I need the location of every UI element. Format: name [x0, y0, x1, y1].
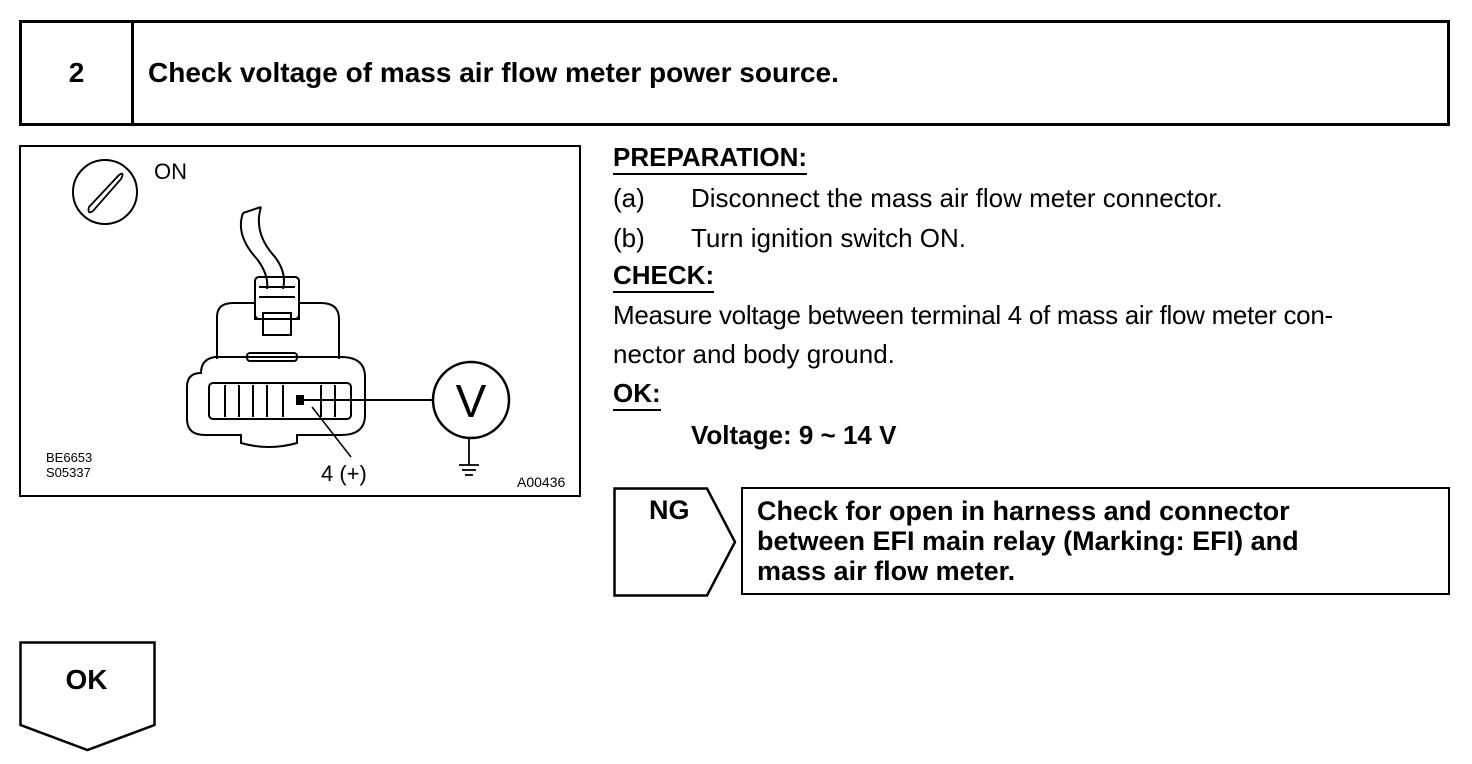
preparation-item-b: (b) Turn ignition switch ON.: [613, 223, 966, 253]
item-text: Disconnect the mass air flow meter conne…: [691, 183, 1223, 213]
preparation-section: PREPARATION:: [613, 142, 808, 175]
ref-code-2: S05337: [46, 465, 91, 480]
ng-action-line-2: between EFI main relay (Marking: EFI) an…: [757, 526, 1299, 556]
ok-arrow-shape: [19, 641, 156, 752]
voltmeter-icon: V: [431, 360, 511, 440]
step-title: Check voltage of mass air flow meter pow…: [148, 57, 839, 88]
step-divider: [131, 23, 134, 123]
item-letter: (a): [613, 183, 645, 213]
check-section: CHECK:: [613, 260, 715, 293]
ng-arrow-shape: [613, 487, 737, 597]
connector-illustration: ON: [19, 145, 581, 497]
ok-spec-section: OK:: [613, 378, 661, 411]
ng-action-line-1: Check for open in harness and connector: [757, 496, 1290, 526]
ng-action-box: Check for open in harness and connector …: [741, 487, 1450, 595]
ng-label: NG: [649, 495, 690, 525]
terminal-leader: [311, 406, 352, 458]
preparation-heading: PREPARATION:: [613, 142, 808, 175]
terminal-label: 4 (+): [321, 461, 367, 486]
ground-symbol-icon: [459, 438, 479, 476]
step-number: 2: [68, 57, 85, 88]
step-header: 2 Check voltage of mass air flow meter p…: [19, 20, 1450, 126]
check-heading: CHECK:: [613, 260, 715, 293]
switch-state-label: ON: [154, 159, 187, 184]
item-text: Turn ignition switch ON.: [691, 223, 967, 253]
ok-spec-heading: OK:: [613, 378, 661, 411]
ref-code-1: BE6653: [46, 450, 92, 465]
ng-action-line-3: mass air flow meter.: [757, 556, 1016, 586]
check-line-1: Measure voltage between terminal 4 of ma…: [613, 300, 1333, 330]
ok-label: OK: [65, 664, 108, 695]
check-line-2: nector and body ground.: [613, 339, 895, 369]
terminal-4-probe: [296, 395, 304, 405]
svg-text:V: V: [456, 375, 487, 427]
ok-spec-value: Voltage: 9 ~ 14 V: [691, 420, 897, 450]
preparation-item-a: (a) Disconnect the mass air flow meter co…: [613, 183, 1223, 213]
connector-icon: [186, 276, 366, 448]
item-letter: (b): [613, 223, 645, 253]
harness-wire: [239, 206, 285, 290]
illustration-drawing: ON: [46, 159, 565, 490]
ignition-key-icon: [72, 159, 138, 225]
figure-code: A00436: [517, 474, 565, 490]
